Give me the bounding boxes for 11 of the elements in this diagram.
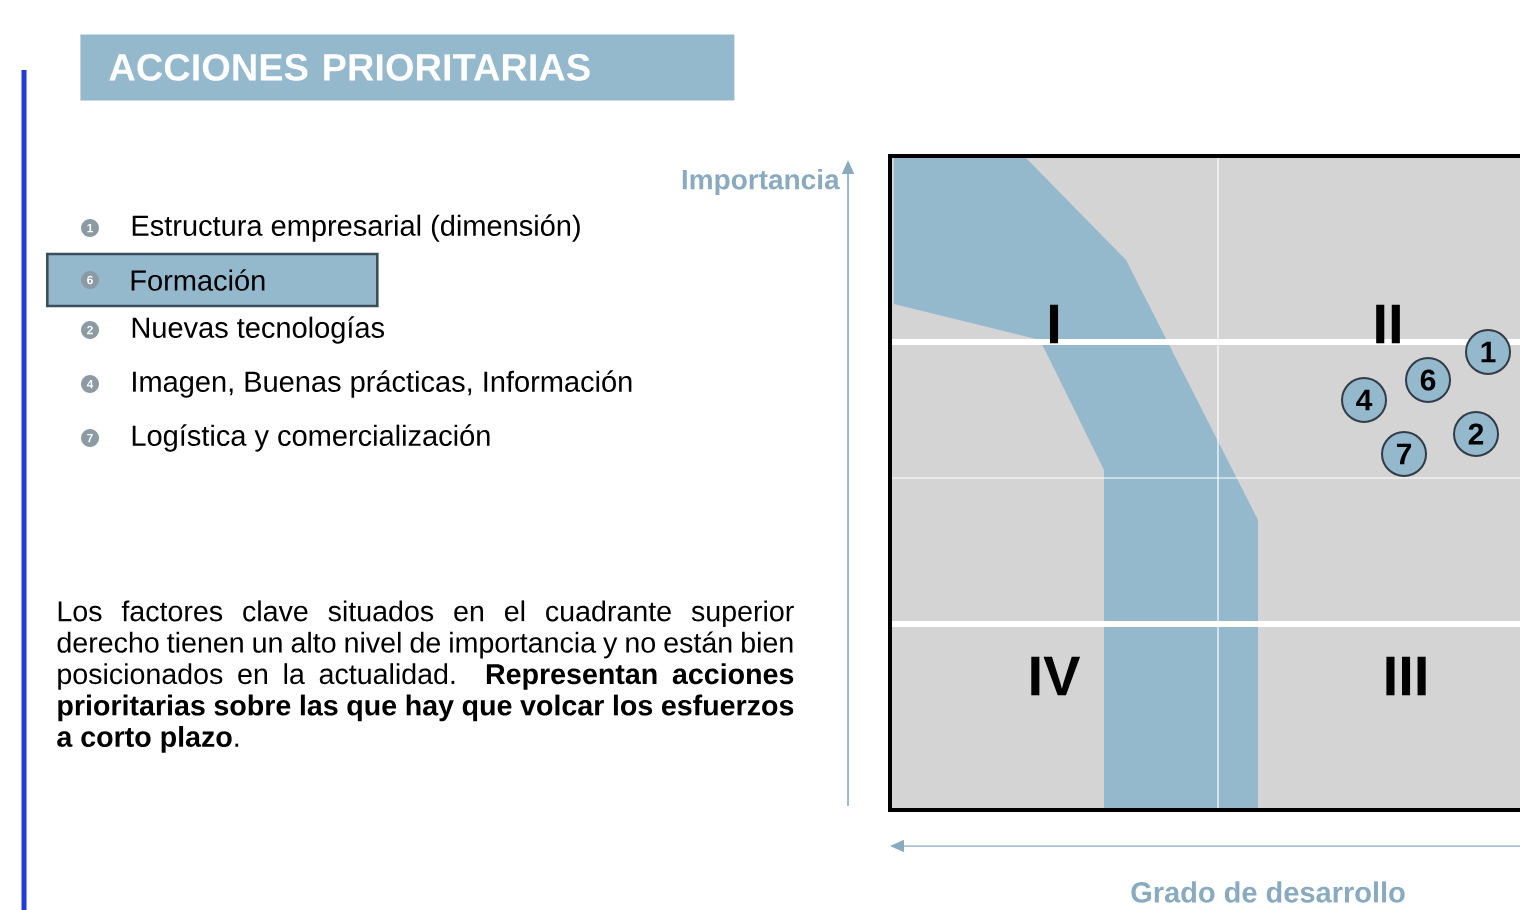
list-item: Estructura empresarial (dimensión)	[132, 214, 580, 242]
axis-label: Grado de desarrollo	[1131, 881, 1405, 903]
list-item: Imagen, Buenas prácticas, Información	[133, 370, 632, 398]
quadrant-numeral: I	[1049, 304, 1059, 344]
quadrant-numeral: II	[1376, 304, 1400, 344]
list-item: Logística y comercialización	[132, 424, 490, 452]
quadrant-numeral: IV	[1031, 656, 1081, 696]
quadrant-numeral: III	[1386, 656, 1426, 696]
paragraph: Los factores clave situados en el cuadrante superior derecho tienen un alto nivel de importancia y no están bien posicionados en la actualidad. Representan acciones prioritarias sobre las que hay que volcar los esfuerzos a corto plazo.	[57, 600, 794, 753]
title-bar: ACCIONES PRIORITARIAS	[80, 34, 735, 101]
axis-label: Importancia	[682, 168, 840, 196]
